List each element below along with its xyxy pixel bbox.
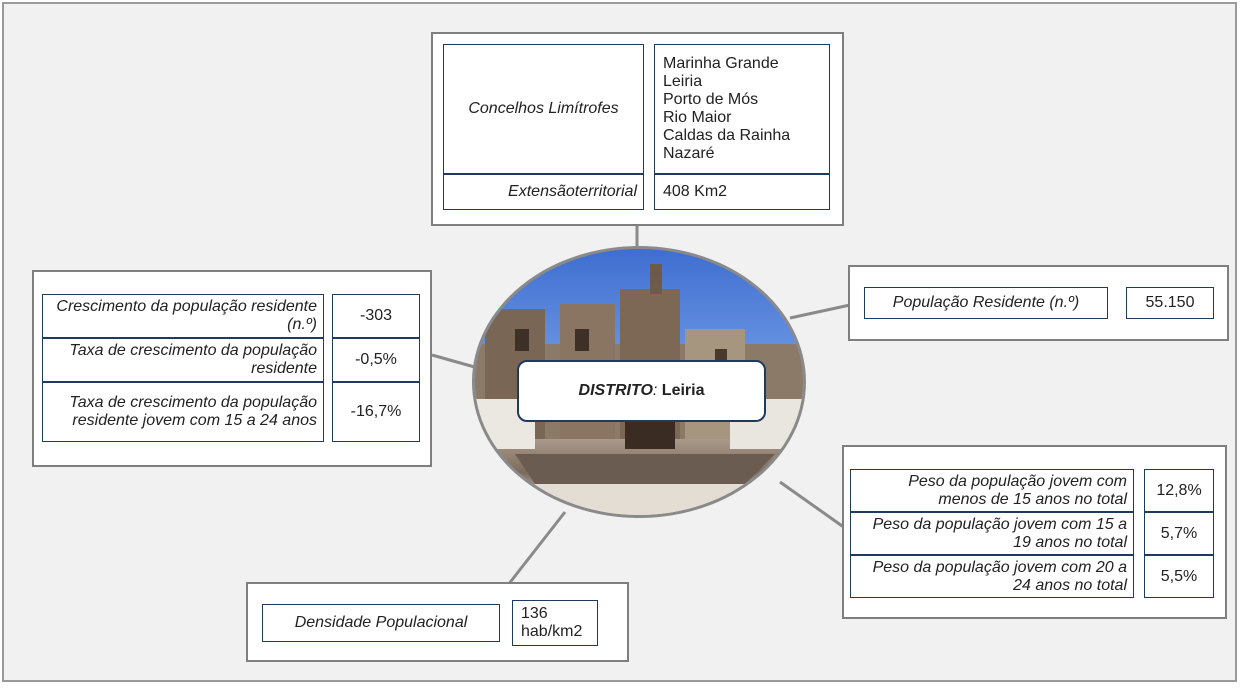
- youth-value: 5,5%: [1144, 555, 1214, 598]
- growth-label: Taxa de crescimento da população residen…: [42, 338, 324, 382]
- density-value-number: 136: [521, 605, 548, 622]
- district-title: DISTRITO: Leiria: [517, 360, 766, 422]
- district-title-key: DISTRITO: [578, 382, 653, 399]
- card-growth: Crescimento da população residente (n.º)…: [32, 270, 432, 467]
- growth-value: -303: [332, 294, 420, 338]
- growth-value: -16,7%: [332, 382, 420, 442]
- card-density: Densidade Populacional 136 hab/km2: [246, 582, 629, 662]
- card-youth: Peso da população jovem com menos de 15 …: [842, 445, 1227, 619]
- concelho-item: Rio Maior: [663, 109, 732, 126]
- connector-bottom: [506, 511, 567, 586]
- district-title-sep: :: [652, 382, 658, 399]
- growth-label: Crescimento da população residente (n.º): [42, 294, 324, 338]
- concelhos-label: Concelhos Limítrofes: [443, 44, 644, 174]
- connector-right: [789, 303, 851, 320]
- concelho-item: Caldas da Rainha: [663, 127, 791, 144]
- concelho-item: Porto de Mós: [663, 91, 759, 108]
- density-value-lines: 136 hab/km2: [521, 605, 582, 641]
- density-value: 136 hab/km2: [512, 600, 598, 646]
- youth-value: 5,7%: [1144, 512, 1214, 555]
- growth-value: -0,5%: [332, 338, 420, 382]
- concelho-item: Leiria: [663, 73, 703, 90]
- card-population: População Residente (n.º) 55.150: [848, 265, 1229, 341]
- density-value-unit: hab/km2: [521, 623, 583, 640]
- district-title-value: Leiria: [661, 382, 705, 399]
- youth-label: Peso da população jovem com 20 a 24 anos…: [850, 555, 1134, 598]
- concelho-item: Marinha Grande: [663, 55, 779, 72]
- youth-label: Peso da população jovem com 15 a 19 anos…: [850, 512, 1134, 555]
- youth-label: Peso da população jovem com menos de 15 …: [850, 469, 1134, 512]
- density-label: Densidade Populacional: [262, 604, 500, 642]
- youth-value: 12,8%: [1144, 469, 1214, 512]
- population-label: População Residente (n.º): [864, 287, 1108, 319]
- connector-left: [431, 353, 479, 370]
- concelho-item: Nazaré: [663, 145, 715, 162]
- extensao-value: 408 Km2: [654, 174, 830, 210]
- population-value: 55.150: [1126, 287, 1214, 319]
- extensao-label: Extensãoterritorial: [443, 174, 644, 210]
- growth-label: Taxa de crescimento da população residen…: [42, 382, 324, 442]
